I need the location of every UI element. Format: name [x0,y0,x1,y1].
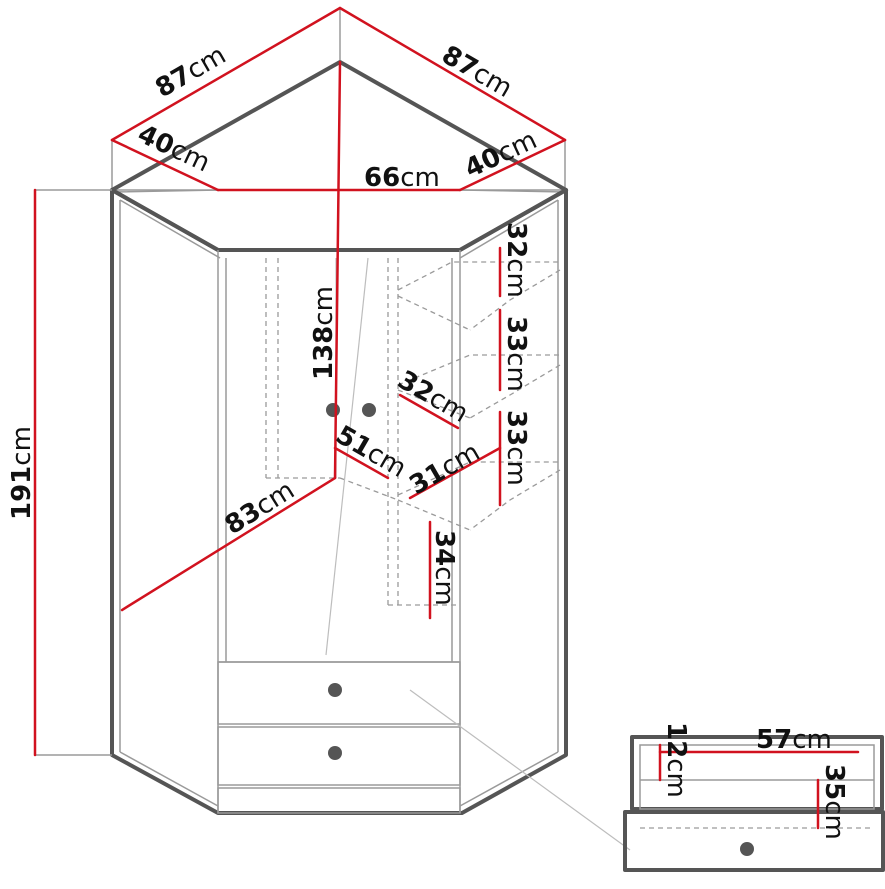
label-hanging-height: 138cm [309,286,339,380]
svg-text:57cm: 57cm [756,725,832,755]
dimension-lines [33,6,567,757]
label-diagonal-depth: 83cm [220,475,300,541]
label-shelf-depth-1: 32cm [393,365,474,429]
label-drawer-width: 57cm [756,725,832,755]
svg-text:40cm: 40cm [460,125,541,184]
drawer-knob-icon [328,683,342,697]
svg-text:35cm: 35cm [819,764,849,840]
drawer-knob-icon [328,746,342,760]
svg-text:83cm: 83cm [220,475,300,541]
svg-text:51cm: 51cm [331,420,412,484]
svg-text:33cm: 33cm [501,410,531,486]
svg-text:191cm: 191cm [7,426,37,520]
svg-text:32cm: 32cm [501,222,531,298]
label-side-right: 40cm [460,125,541,184]
label-shelf-3: 33cm [501,410,531,486]
detail-leader-line [409,689,631,851]
svg-text:33cm: 33cm [501,316,531,392]
inner-structure [265,258,561,606]
drawer-detail [623,735,885,872]
svg-text:66cm: 66cm [364,163,440,193]
label-shelf-depth-2: 31cm [405,437,486,501]
knob-icon [326,403,340,417]
svg-text:12cm: 12cm [661,722,691,798]
drawer-knob-icon [740,842,754,856]
label-drawer-inner-height: 12cm [661,722,691,798]
label-shelf-1: 32cm [501,222,531,298]
label-total-height: 191cm [7,426,37,520]
label-top-right: 87cm [437,40,518,104]
svg-text:34cm: 34cm [429,530,459,606]
label-shelf-4: 34cm [429,530,459,606]
wardrobe-body [109,60,569,815]
label-front-width: 66cm [364,163,440,193]
door-split-line [325,257,369,656]
svg-text:32cm: 32cm [393,365,474,429]
label-shelf-2: 33cm [501,316,531,392]
height-guide [35,189,112,756]
svg-text:87cm: 87cm [437,40,518,104]
drawers [217,661,461,814]
label-inner-depth: 51cm [331,420,412,484]
knob-icon [362,403,376,417]
svg-text:138cm: 138cm [309,286,339,380]
label-drawer-front-height: 35cm [819,764,849,840]
svg-text:31cm: 31cm [405,437,486,501]
